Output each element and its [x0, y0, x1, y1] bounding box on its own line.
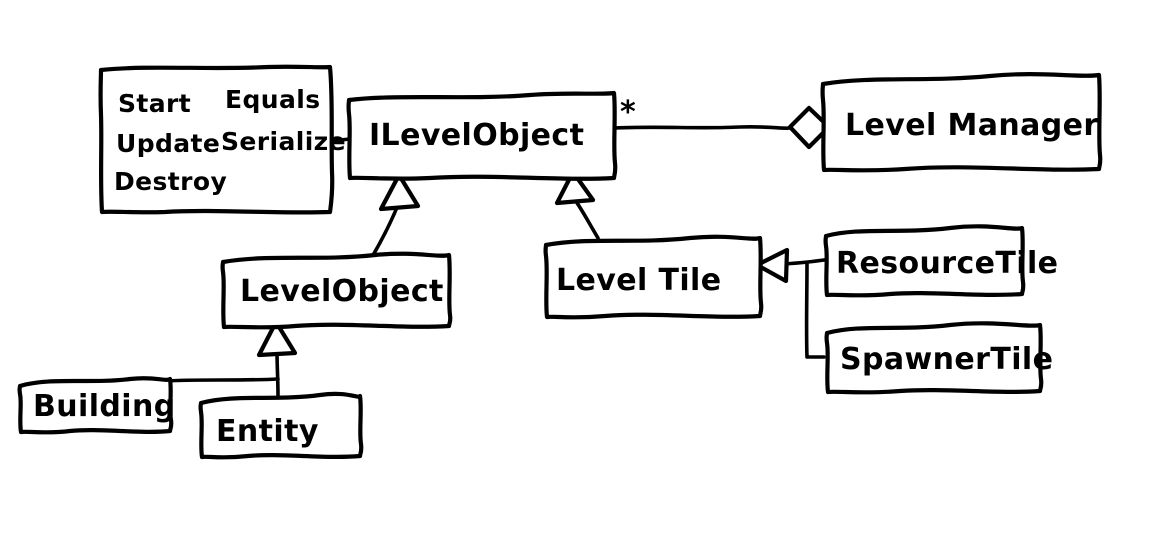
class-label-entity: Entity	[216, 414, 319, 449]
class-label-ilevelobject: ILevelObject	[369, 118, 584, 153]
building-box	[17, 376, 174, 435]
generalization-triangle-levelobject-children	[256, 319, 298, 358]
method-label-update: Update	[116, 129, 220, 158]
multiplicity-label-star: *	[620, 95, 636, 130]
levelobject-box	[220, 251, 453, 330]
method-label-serialize: Serialize	[221, 127, 346, 156]
connector-entity-to-levelobject	[275, 350, 280, 398]
class-label-leveltile: Level Tile	[556, 263, 721, 298]
class-label-building: Building	[33, 389, 176, 424]
spawnertile-box	[824, 321, 1044, 395]
connector-spawnertile-to-leveltile	[804, 261, 826, 359]
connector-building-to-levelobject	[164, 377, 280, 383]
generalization-triangle-levelobject	[378, 172, 421, 212]
connector-ilevelobject-to-levelmanager	[612, 124, 792, 131]
class-label-levelmanager: Level Manager	[845, 108, 1099, 143]
methods-box	[98, 64, 335, 215]
entity-box	[198, 391, 364, 460]
connector-leveltile-to-ilevelobject	[573, 198, 600, 240]
leveltile-box	[543, 234, 764, 320]
generalization-triangle-leveltile-children	[754, 247, 790, 284]
levelmanager-box	[820, 72, 1103, 173]
connector-methods-to-ilevelobject	[329, 137, 352, 143]
ilevelobject-box	[346, 90, 618, 181]
generalization-triangle-leveltile	[554, 169, 596, 206]
class-label-spawnertile: SpawnerTile	[840, 342, 1053, 377]
connector-resourcetile-to-leveltile	[783, 258, 826, 266]
resourcetile-box	[823, 224, 1026, 298]
method-label-equals: Equals	[225, 85, 321, 114]
method-label-start: Start	[118, 89, 191, 118]
method-label-destroy: Destroy	[114, 167, 227, 196]
class-label-levelobject: LevelObject	[240, 274, 444, 309]
class-label-resourcetile: ResourceTile	[836, 246, 1058, 281]
